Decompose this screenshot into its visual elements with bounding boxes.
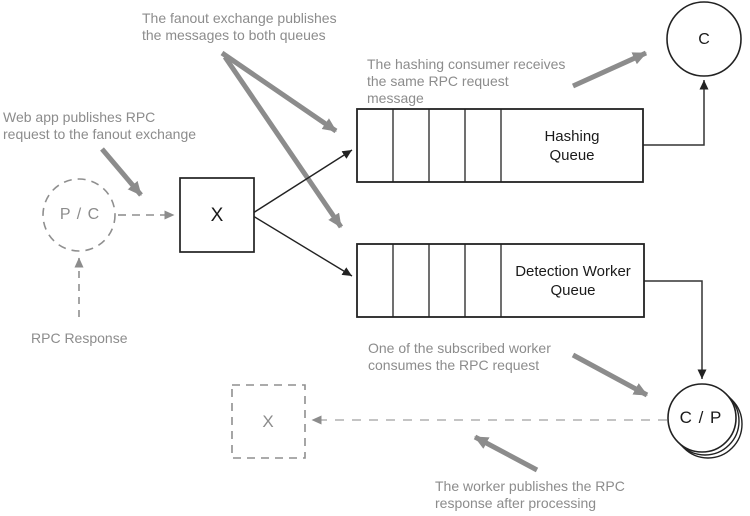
detection-queue-label: Detection Worker Queue [515,263,631,299]
rpc-response-label: RPC Response [31,330,128,346]
worker-note-arrow [571,352,649,398]
response-exchange-box [231,384,306,459]
webapp-note-arrow [100,147,143,197]
hashing-queue-label: Hashing Queue [544,128,600,164]
detection-queue-to-worker-connector [644,280,707,379]
hashing-consumer-note: The hashing consumer receives the same R… [367,56,566,106]
hashing-queue-rect [356,108,644,183]
exchange-to-hashing-queue-arrow [252,149,353,214]
producer-consumer-label: P / C [59,206,101,223]
hashing-consumer-label: C [698,31,710,48]
response-note-arrow [473,434,539,473]
worker-note: One of the subscribed worker consumes th… [368,340,551,373]
worker-consumer-producer-circle [667,383,743,459]
fanout-note-arrow-to-hashing-queue [220,50,338,134]
response-exchange-label: X [262,412,274,431]
worker-stack-circle-1 [667,383,737,453]
hashing-queue-box [356,108,644,183]
response-note: The worker publishes the RPC response af… [435,478,625,511]
webapp-note: Web app publishes RPC request to the fan… [3,109,197,142]
producer-consumer-circle [42,178,116,252]
fanout-exchange-box [179,177,255,253]
hashing-consumer-circle [666,1,742,77]
hashing-queue-to-consumer-connector [643,80,709,146]
detection-worker-queue-box [356,243,645,318]
fanout-note: The fanout exchange publishes the messag… [142,10,337,43]
fanout-note-arrow-to-detection-queue [222,55,344,229]
exchange-to-detection-queue-arrow [252,215,353,277]
fanout-exchange-label: X [210,205,224,226]
worker-consumer-label: C / P [679,408,723,427]
hashing-consumer-note-arrow [571,50,648,89]
